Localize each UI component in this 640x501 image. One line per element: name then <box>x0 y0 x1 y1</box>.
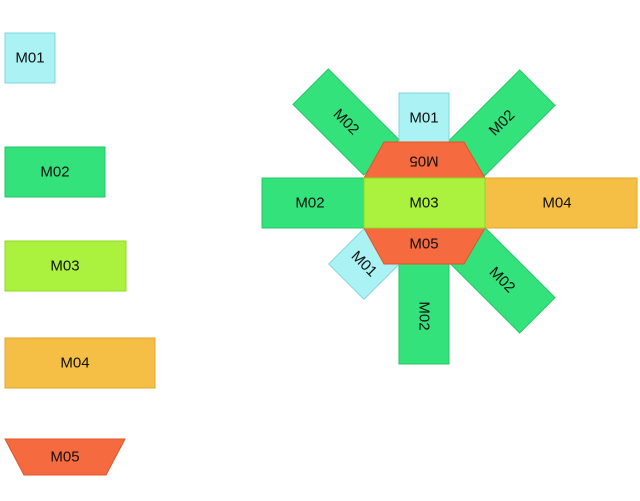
assembly-m01-top-label: M01 <box>409 110 438 127</box>
assembly-m02-bottom: M02 <box>398 263 450 365</box>
legend-m04: M04 <box>4 337 156 389</box>
legend-m01-label: M01 <box>15 50 44 67</box>
legend-m04-shape <box>4 337 156 389</box>
legend-m02: M02 <box>4 146 106 198</box>
legend-m02-shape <box>4 146 106 198</box>
assembly-m02-left: M02 <box>261 177 365 229</box>
assembly-m04-right-label: M04 <box>542 195 571 212</box>
assembly-m02-upper-left: M02 <box>292 68 400 176</box>
assembly-m04-right: M04 <box>484 177 638 229</box>
assembly-m03-center-shape <box>363 177 486 229</box>
assembly-m05-top: M05 <box>363 141 486 179</box>
legend-m03: M03 <box>4 240 127 292</box>
assembly-m03-center: M03 <box>363 177 486 229</box>
assembly-m02-bottom-shape <box>398 263 450 365</box>
legend: M01 M02 M03 M04 M05 <box>4 32 156 476</box>
assembly-m05-bottom: M05 <box>363 227 486 265</box>
legend-m02-label: M02 <box>40 164 69 181</box>
assembly-m01-top: M01 <box>398 92 450 144</box>
assembly-m02-left-label: M02 <box>295 195 324 212</box>
legend-m05: M05 <box>4 438 126 476</box>
assembly-m02-left-shape <box>261 177 365 229</box>
legend-m01-shape <box>4 32 56 84</box>
legend-m03-shape <box>4 240 127 292</box>
assembly-m03-center-label: M03 <box>409 195 438 212</box>
assembly-m04-right-shape <box>484 177 638 229</box>
legend-m05-shape <box>4 438 126 476</box>
legend-m05-label: M05 <box>50 449 79 466</box>
assembly-m02-lower-right: M02 <box>448 226 556 334</box>
assembly-m05-bottom-label: M05 <box>409 236 438 253</box>
legend-m04-label: M04 <box>60 355 89 372</box>
assembly-m05-top-label: M05 <box>409 153 438 170</box>
legend-m01: M01 <box>4 32 56 84</box>
legend-m03-label: M03 <box>50 258 79 275</box>
assembly: M02 M02 M02 M02 M01 M01 M0 <box>261 68 638 365</box>
assembly-m02-bottom-label: M02 <box>416 301 433 330</box>
